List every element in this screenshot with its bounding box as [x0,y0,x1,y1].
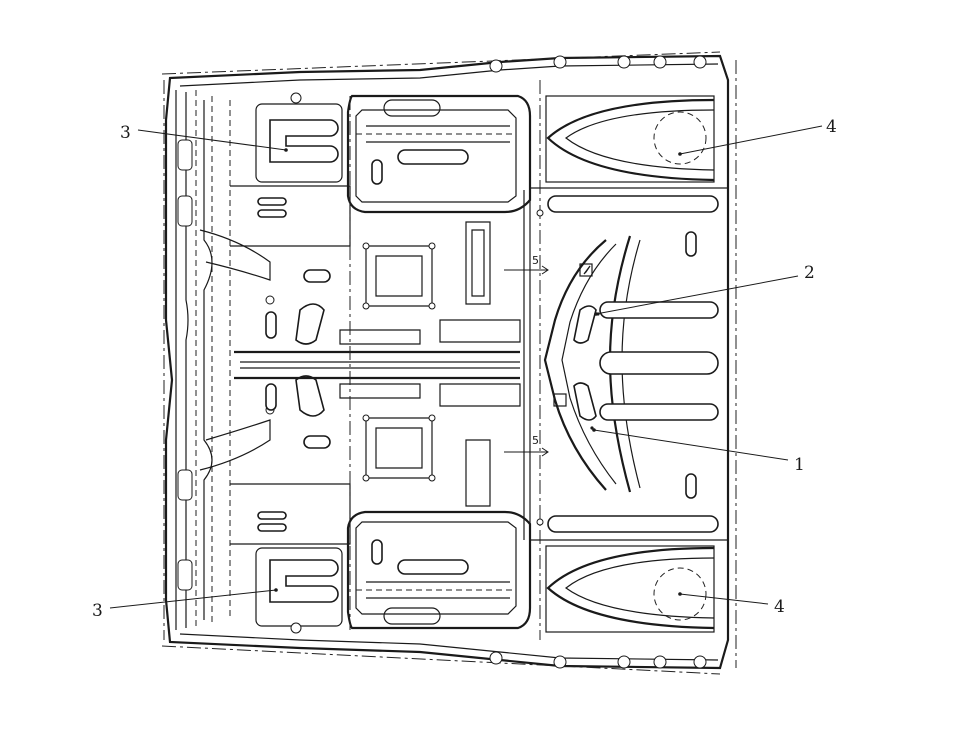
section-mark-5-bottom: 5 [504,434,549,457]
callout-3-bottom: 3 [92,588,278,621]
callout-4-top: 4 [679,117,837,155]
callout-3-top: 3 [120,123,288,152]
callout-label: 4 [826,117,837,137]
center-tunnel-frame-lower [339,383,532,630]
callout-label: 4 [774,597,785,617]
callout-label: 3 [92,601,103,621]
section-mark-5-top: 5 [504,254,549,275]
rear-tub-bottom [545,545,715,633]
callout-4-bottom: 4 [679,593,785,617]
rear-tub-top [545,95,715,183]
callout-label: 1 [794,455,805,475]
center-tunnel-frame [339,94,532,345]
center-cross-member [234,350,520,380]
edge-mounting-holes [489,55,707,669]
callout-2: 2 [594,263,815,316]
rear-divider [349,80,541,640]
section-mark-label: 5 [532,434,539,447]
rear-floor-section [530,187,728,541]
callout-label: 3 [120,123,131,143]
section-mark-label: 5 [532,254,539,267]
left-sill-rail [175,90,271,630]
callout-label: 2 [804,263,815,283]
floor-outline [161,51,737,675]
left-front-pockets [230,92,351,634]
callout-1: 1 [592,428,805,475]
left-center-slots [265,269,331,449]
